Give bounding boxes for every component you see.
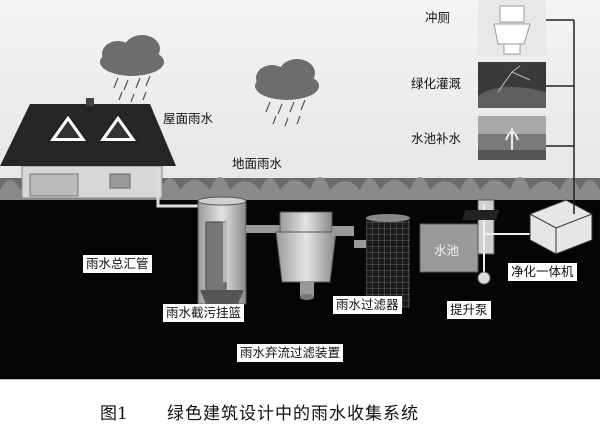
label-toilet: 冲厕 <box>425 10 451 25</box>
label-pool-replenish: 水池补水 <box>411 131 462 146</box>
connector-line <box>546 19 575 214</box>
label-greening-irrigation: 绿化灌溉 <box>411 76 462 91</box>
cloud-icon <box>255 59 319 127</box>
toilet-icon <box>478 0 546 56</box>
figure-caption: 图1 绿色建筑设计中的雨水收集系统 <box>0 396 600 432</box>
label-lift-pump: 提升泵 <box>447 301 491 319</box>
label-interception-basket: 雨水截污挂篮 <box>163 304 245 322</box>
purification-unit <box>461 199 593 255</box>
label-rain-filter: 雨水过滤器 <box>333 296 402 314</box>
label-roof-rainwater: 屋面雨水 <box>163 111 214 126</box>
filter-tank <box>366 214 410 308</box>
rain-filter <box>275 211 354 300</box>
pump-icon <box>477 271 491 285</box>
label-main-downpipe: 雨水总汇管 <box>83 255 152 273</box>
label-purification-unit: 净化一体机 <box>508 263 577 281</box>
figure-title: 绿色建筑设计中的雨水收集系统 <box>167 404 419 424</box>
cloud-icon <box>100 35 164 103</box>
label-tank: 水池 <box>434 243 460 258</box>
fountain-photo <box>478 116 546 160</box>
label-diversion-filter-device: 雨水弃流过滤装置 <box>237 344 344 362</box>
house <box>0 98 176 199</box>
figure-number: 图1 <box>100 404 128 424</box>
interception-basket <box>197 196 247 305</box>
irrigation-photo <box>478 62 546 108</box>
label-ground-rainwater: 地面雨水 <box>232 156 283 171</box>
